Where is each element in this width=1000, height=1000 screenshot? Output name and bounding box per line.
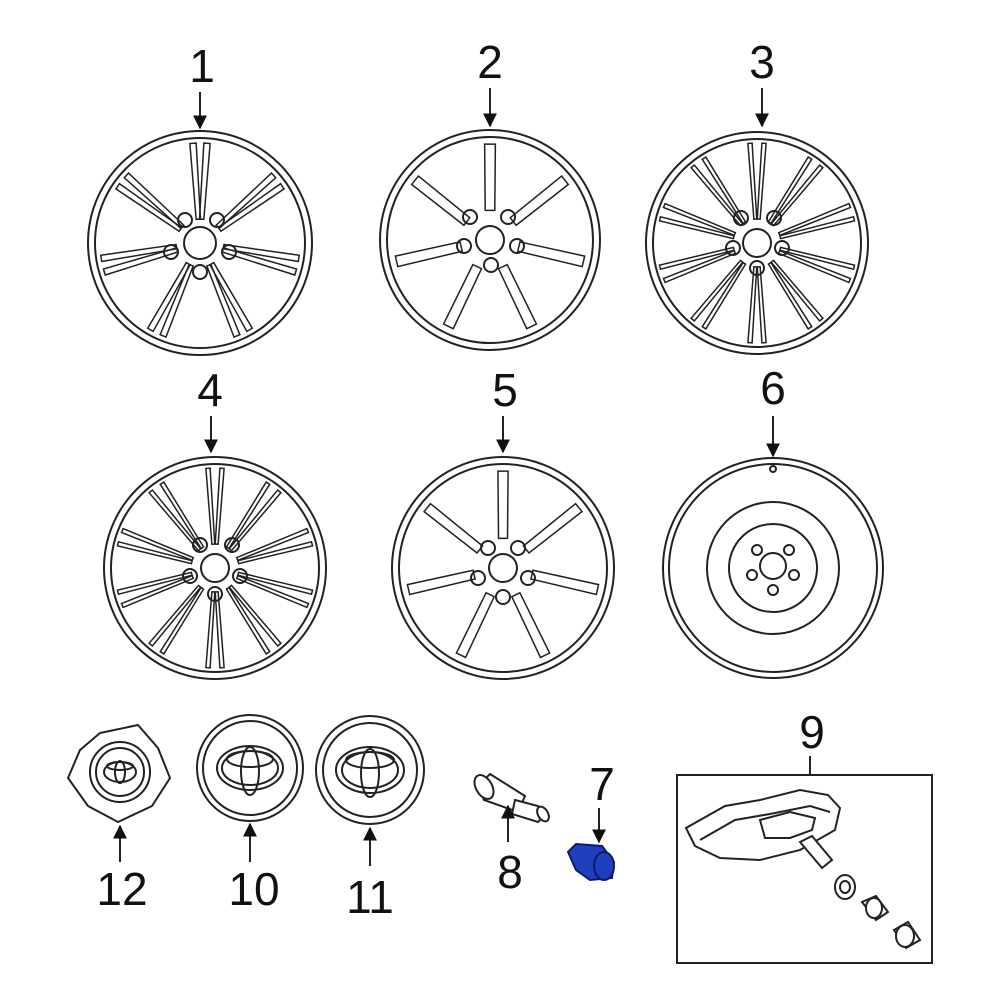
callout-9: 9 — [799, 706, 825, 758]
wheel-spoke — [120, 527, 195, 562]
wheel-spoke — [756, 142, 767, 221]
wheel-spoke — [497, 470, 509, 540]
callout-3: 3 — [749, 36, 775, 88]
wheel-spoke — [116, 571, 194, 596]
callout-2: 2 — [477, 36, 503, 88]
wheel-spoke — [455, 591, 496, 659]
wheel-spoke — [658, 246, 736, 271]
wheel-spoke — [767, 156, 813, 225]
center-cap-10[interactable] — [196, 714, 304, 822]
wheel-spoke — [658, 215, 736, 240]
callout-6: 6 — [760, 362, 786, 414]
wheel-spoke — [483, 143, 497, 212]
callout-4: 4 — [197, 364, 223, 416]
wheel-spoke — [662, 202, 737, 237]
tpms-sensor-box-9[interactable] — [676, 774, 933, 964]
callout-5: 5 — [492, 364, 518, 416]
wheel-spoke — [747, 265, 758, 344]
wheel-spoke — [217, 182, 286, 233]
valve-cap-7[interactable] — [566, 842, 616, 882]
wheel-spoke — [778, 215, 856, 240]
callout-1: 1 — [189, 40, 215, 92]
wheel-spoke — [214, 590, 225, 669]
wheel-spoke — [146, 261, 192, 333]
wheel-3[interactable] — [645, 131, 869, 355]
wheel-spoke — [510, 591, 551, 659]
wheel-spoke — [205, 590, 216, 669]
wheel-spoke — [159, 586, 205, 655]
wheel-spoke — [159, 481, 205, 550]
wheel-spoke — [394, 241, 464, 268]
wheel-spoke — [701, 261, 747, 330]
center-cap-12[interactable] — [66, 723, 172, 824]
wheel-spoke — [221, 246, 298, 276]
callout-12: 12 — [96, 863, 147, 915]
wheel-spoke — [423, 502, 484, 555]
wheel-4[interactable] — [103, 456, 327, 680]
wheel-6-spare[interactable] — [662, 457, 884, 679]
wheel-spoke — [442, 263, 483, 330]
wheel-spoke — [778, 246, 856, 271]
wheel-spoke — [662, 249, 737, 284]
wheel-spoke — [205, 467, 216, 546]
wheel-5[interactable] — [391, 456, 615, 680]
wheel-spoke — [235, 527, 310, 562]
wheel-spoke — [410, 174, 471, 227]
callout-10: 10 — [228, 863, 279, 915]
wheel-spoke — [102, 246, 179, 276]
wheel-spoke — [777, 202, 852, 237]
wheel-spoke — [225, 481, 271, 550]
wheel-spoke — [756, 265, 767, 344]
wheel-spoke — [406, 569, 476, 596]
wheel-spoke — [516, 241, 586, 268]
wheel-spoke — [208, 261, 254, 333]
wheel-spoke — [530, 569, 600, 596]
wheel-spoke — [99, 243, 178, 263]
wheel-spoke — [236, 571, 314, 596]
wheel-spoke — [205, 263, 241, 339]
wheel-spoke — [228, 584, 282, 647]
center-cap-11[interactable] — [315, 715, 425, 825]
callout-7: 7 — [589, 758, 615, 810]
wheel-spoke — [522, 502, 583, 555]
wheel-spoke — [235, 574, 310, 609]
wheel-spoke — [690, 259, 744, 322]
wheel-spoke — [114, 182, 183, 233]
wheel-spoke — [228, 489, 282, 552]
valve-stem-8[interactable] — [471, 772, 552, 824]
wheel-spoke — [225, 586, 271, 655]
wheel-spoke — [116, 540, 194, 565]
wheel-spoke — [214, 467, 225, 546]
wheel-spoke — [198, 142, 211, 221]
wheel-spoke — [120, 574, 195, 609]
wheel-spoke — [770, 259, 824, 322]
wheel-spoke — [767, 261, 813, 330]
callout-11: 11 — [346, 871, 394, 923]
wheel-spoke — [148, 584, 202, 647]
wheel-2[interactable] — [379, 129, 601, 351]
wheel-1[interactable] — [87, 130, 313, 356]
wheel-spoke — [701, 156, 747, 225]
wheel-spoke — [777, 249, 852, 284]
wheel-spoke — [509, 174, 570, 227]
wheel-spoke — [189, 142, 202, 221]
wheel-spoke — [236, 540, 314, 565]
wheel-spoke — [497, 263, 538, 330]
wheel-spoke — [148, 489, 202, 552]
callout-8: 8 — [497, 846, 523, 898]
wheel-spoke — [159, 263, 195, 339]
wheel-spoke — [747, 142, 758, 221]
